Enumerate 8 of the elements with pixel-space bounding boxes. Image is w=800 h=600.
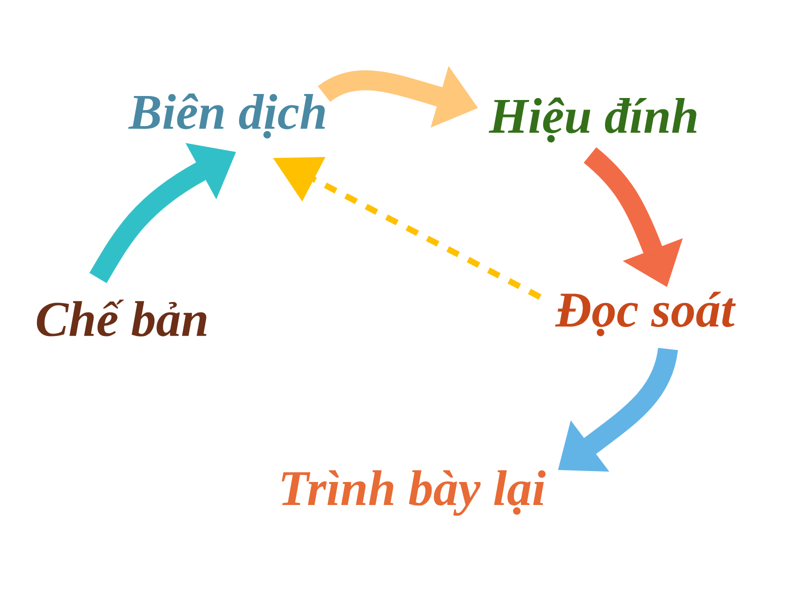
step-label: Hiệu đính (488, 97, 696, 143)
dashed-arrow (273, 156, 542, 300)
curved-arrow (89, 143, 236, 284)
step-label: Trình bày lại (282, 470, 546, 516)
step-label: Biên dịch (128, 93, 325, 139)
step-label: Chế bản (36, 300, 206, 336)
curved-arrow (584, 147, 683, 287)
step-label: Đọc soát (555, 292, 736, 336)
